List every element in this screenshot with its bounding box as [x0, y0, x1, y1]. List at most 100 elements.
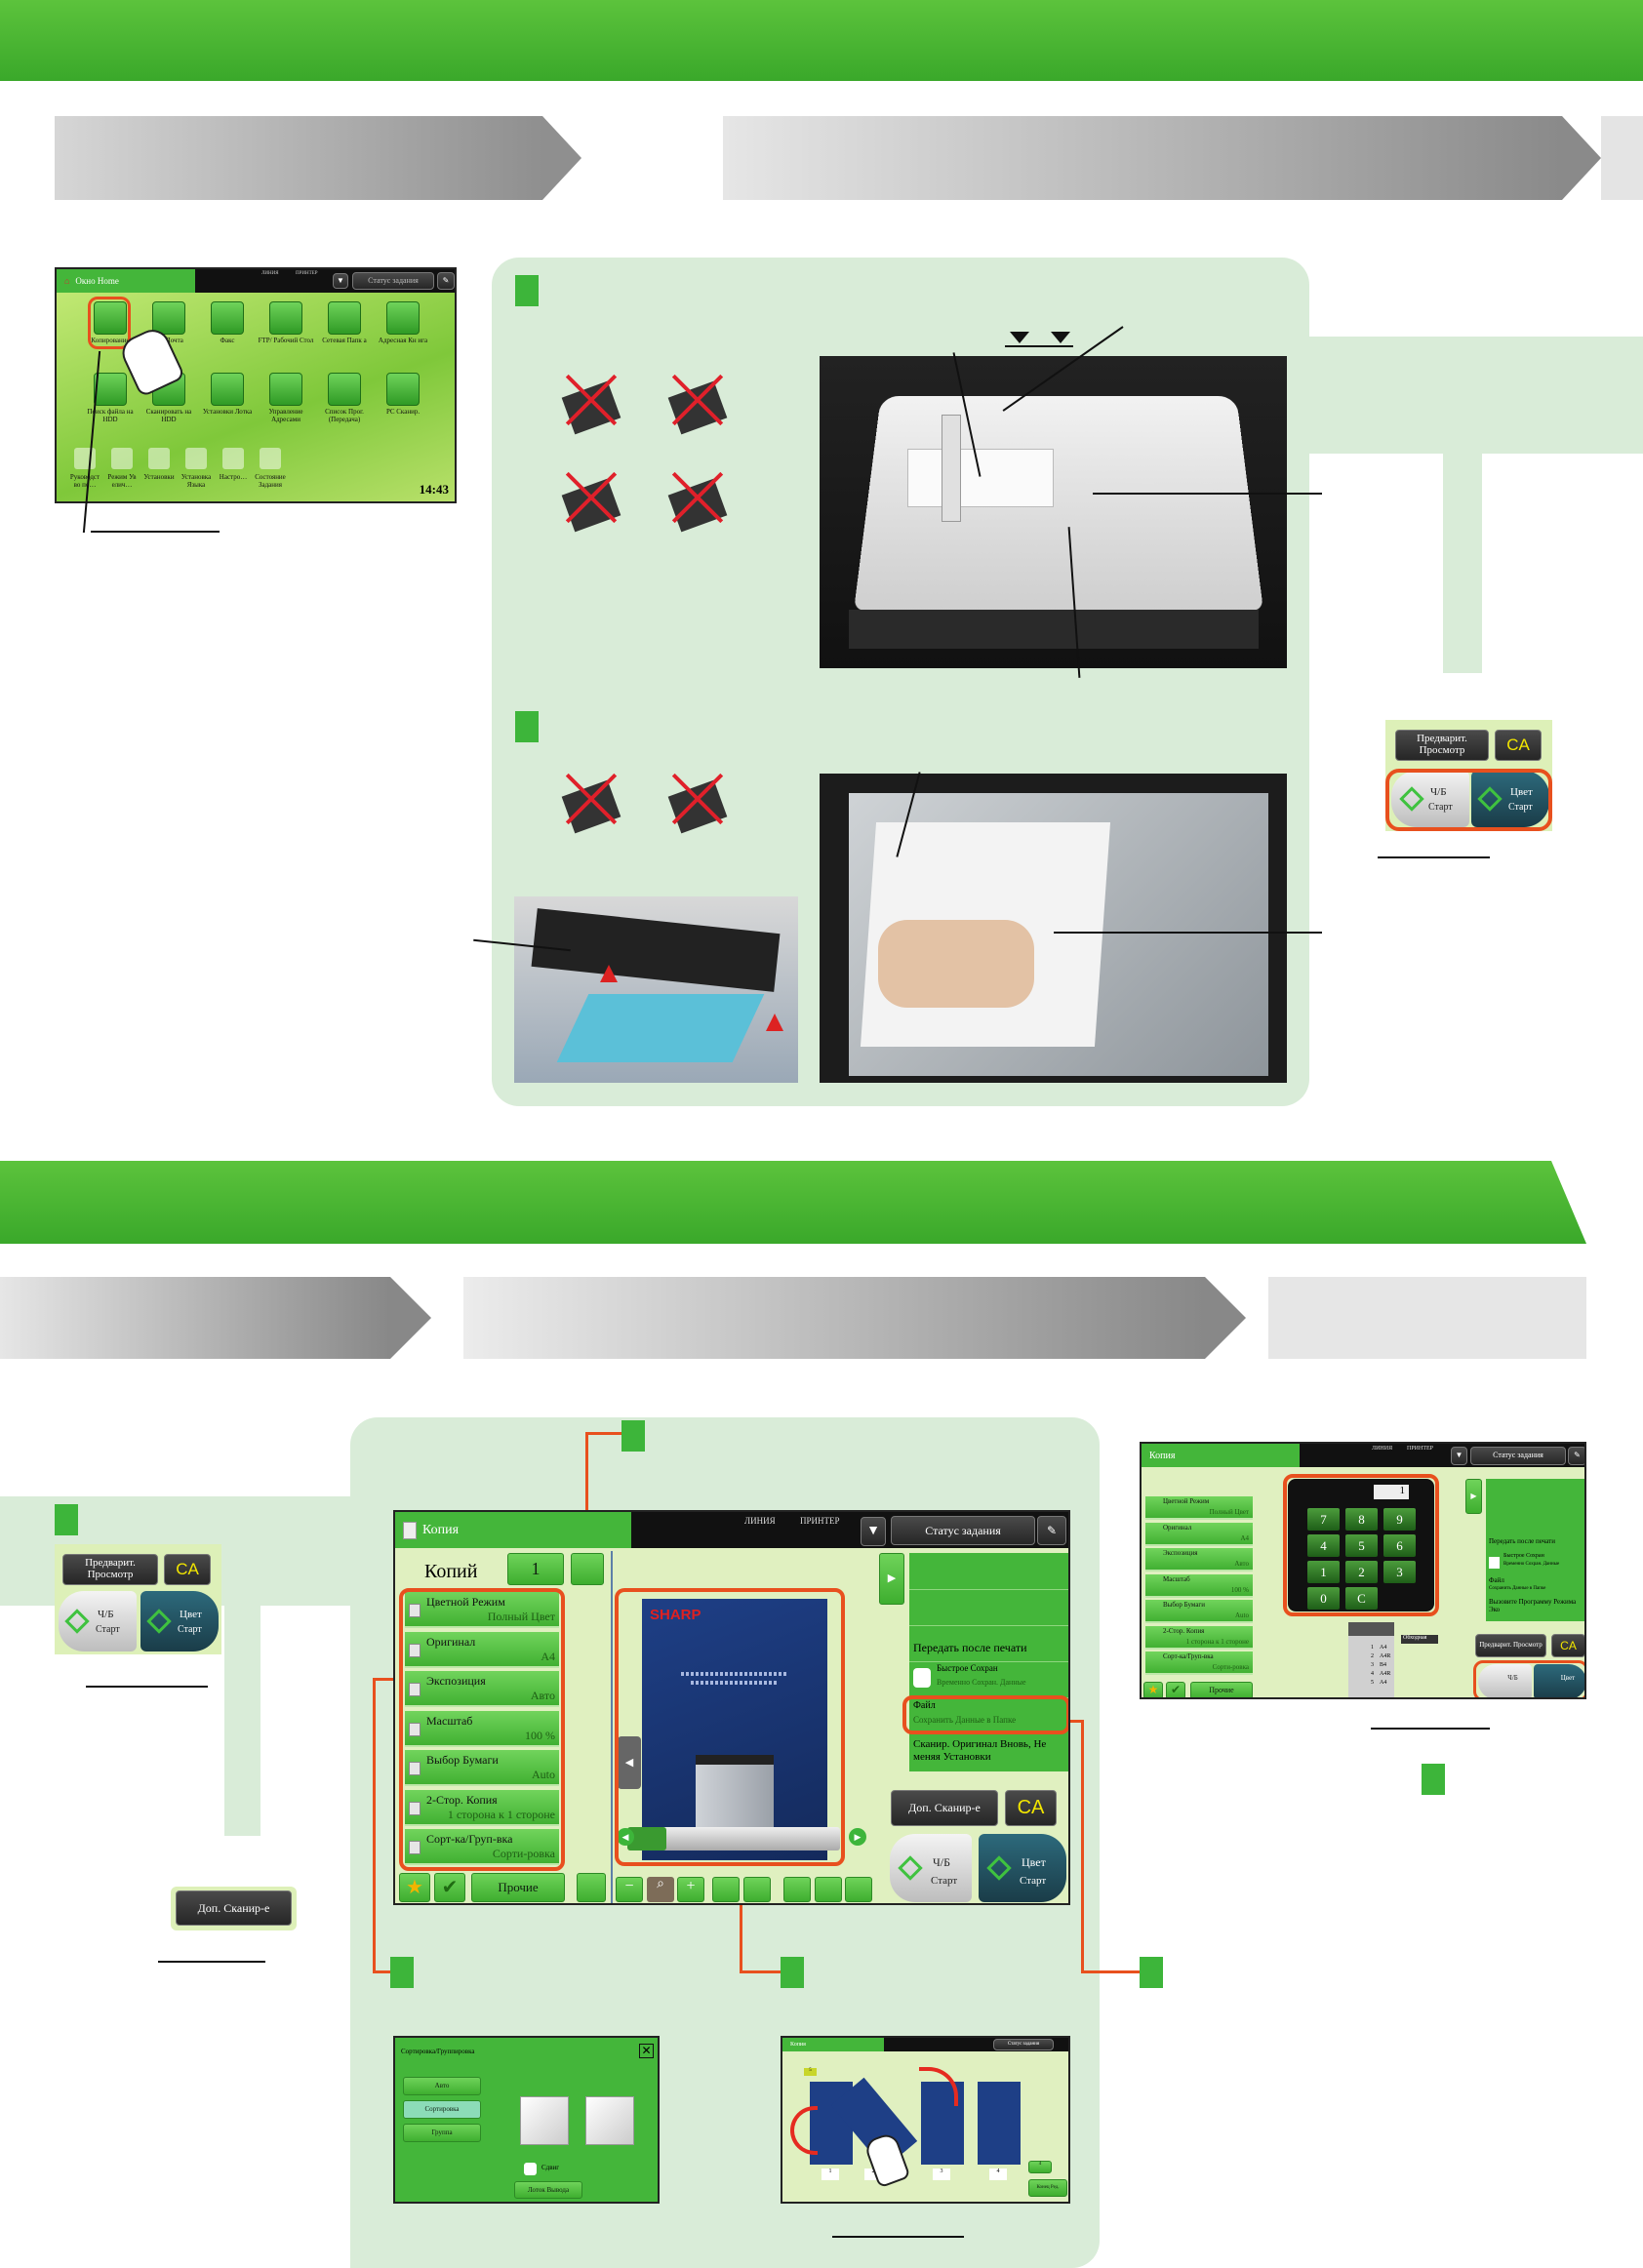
copies-input[interactable]: 1: [507, 1553, 564, 1585]
ca-button[interactable]: CA: [1005, 1790, 1057, 1826]
extra-scan-button[interactable]: Доп. Сканир-е: [176, 1890, 292, 1926]
settings-icon[interactable]: ✎: [1568, 1447, 1584, 1465]
quick-save-checkbox[interactable]: [913, 1668, 931, 1688]
expand-menu-icon[interactable]: ▶: [1465, 1479, 1482, 1514]
tool-icon[interactable]: [260, 448, 281, 469]
keypad-key[interactable]: 1: [1307, 1561, 1340, 1583]
scroll-right-icon[interactable]: ▶: [849, 1828, 866, 1846]
app-icon[interactable]: [386, 301, 420, 335]
bw-start-button[interactable]: Ч/Б: [1478, 1664, 1532, 1697]
checkmark-icon[interactable]: ✔: [1166, 1682, 1185, 1697]
tool-icon[interactable]: [222, 448, 244, 469]
quick-save-checkbox[interactable]: [1489, 1557, 1500, 1569]
offset-checkbox[interactable]: [524, 2163, 537, 2175]
settings-icon[interactable]: ✎: [1037, 1516, 1066, 1545]
keypad-key[interactable]: 6: [1383, 1534, 1416, 1557]
tool-icon[interactable]: [185, 448, 207, 469]
quick-save[interactable]: Быстрое Сохран: [1503, 1553, 1544, 1559]
zoom-out-icon[interactable]: −: [616, 1877, 643, 1902]
zoom-in-icon[interactable]: +: [677, 1877, 704, 1902]
app-icon[interactable]: [386, 373, 420, 406]
app-icon[interactable]: [94, 373, 127, 406]
preview-button[interactable]: Предварит. Просмотр: [1475, 1634, 1546, 1657]
extra-scan-button[interactable]: Доп. Сканир-е: [891, 1790, 998, 1826]
app-icon[interactable]: [211, 373, 244, 406]
keypad-key[interactable]: 2: [1345, 1561, 1378, 1583]
app-icon[interactable]: [269, 301, 302, 335]
keypad-key[interactable]: C: [1345, 1587, 1378, 1610]
rescan-item[interactable]: Сканир. Оригинал Вновь, Не меняя Установ…: [913, 1738, 1047, 1763]
tool-icon[interactable]: [74, 448, 96, 469]
favorite-star-icon[interactable]: ★: [1143, 1682, 1163, 1697]
keypad-key[interactable]: 5: [1345, 1534, 1378, 1557]
job-status-button[interactable]: Статус задания: [352, 272, 434, 290]
keypad-key[interactable]: 8: [1345, 1508, 1378, 1531]
color-start-button[interactable]: Цвет: [1534, 1664, 1584, 1697]
others-button[interactable]: Прочие: [1190, 1682, 1253, 1697]
others-button[interactable]: Прочие: [471, 1873, 565, 1902]
job-status-button[interactable]: Статус задания: [1470, 1447, 1566, 1465]
app-icon[interactable]: [269, 373, 302, 406]
app-icon[interactable]: [94, 301, 127, 335]
output-tray-button[interactable]: Лоток Вывода: [514, 2181, 582, 2199]
app-icon[interactable]: [211, 301, 244, 335]
app-icon[interactable]: [328, 373, 361, 406]
edit-view-icon[interactable]: [845, 1877, 872, 1902]
page-thumbnail[interactable]: [978, 2082, 1021, 2165]
preview-button[interactable]: Предварит. Просмотр: [62, 1554, 158, 1585]
send-after-print[interactable]: Передать после печати: [1489, 1537, 1555, 1545]
rotate-left-icon[interactable]: [712, 1877, 740, 1902]
sort-option-2[interactable]: Группа: [403, 2124, 481, 2142]
keypad-toggle-button[interactable]: [571, 1553, 604, 1585]
ca-button[interactable]: CA: [1495, 730, 1542, 761]
scroll-left-icon[interactable]: ◀: [617, 1828, 634, 1846]
file-item[interactable]: Файл: [1489, 1576, 1504, 1584]
tool-icon[interactable]: [111, 448, 133, 469]
keypad-key[interactable]: 4: [1307, 1534, 1340, 1557]
page-view-icon[interactable]: [783, 1877, 811, 1902]
dropdown-button[interactable]: ▼: [333, 273, 348, 289]
eco-program-item[interactable]: Вызовите Программу Режима Эко: [1489, 1598, 1577, 1613]
job-status-button[interactable]: Статус задания: [993, 2039, 1054, 2050]
favorite-star-icon[interactable]: ★: [399, 1873, 430, 1902]
rotate-right-icon[interactable]: [743, 1877, 771, 1902]
checkmark-icon[interactable]: ✔: [434, 1873, 465, 1902]
app-icon[interactable]: [328, 301, 361, 335]
collapse-left-icon[interactable]: ◀: [618, 1736, 641, 1789]
ca-button[interactable]: CA: [164, 1554, 211, 1585]
sort-option-1[interactable]: Сортировка: [403, 2100, 481, 2119]
thumbnail-view-icon[interactable]: [815, 1877, 842, 1902]
keypad-key[interactable]: 3: [1383, 1561, 1416, 1583]
sort-option-0[interactable]: Авто: [403, 2077, 481, 2095]
ca-button[interactable]: CA: [1551, 1634, 1584, 1657]
settings-icon[interactable]: ✎: [437, 272, 455, 290]
close-icon[interactable]: ✕: [639, 2044, 654, 2058]
dropdown-button[interactable]: ▼: [1451, 1447, 1467, 1465]
keypad-key[interactable]: 0: [1307, 1587, 1340, 1610]
preview-scrollbar[interactable]: [627, 1827, 840, 1850]
magnifier-icon[interactable]: ⌕: [647, 1877, 674, 1902]
end-edit-button[interactable]: Конец Ред.: [1028, 2179, 1067, 2197]
quick-save[interactable]: Быстрое Сохран: [937, 1663, 998, 1673]
keypad-key[interactable]: 9: [1383, 1508, 1416, 1531]
keypad-key[interactable]: 7: [1307, 1508, 1340, 1531]
tool-icon[interactable]: [148, 448, 170, 469]
app-icon[interactable]: [152, 301, 185, 335]
